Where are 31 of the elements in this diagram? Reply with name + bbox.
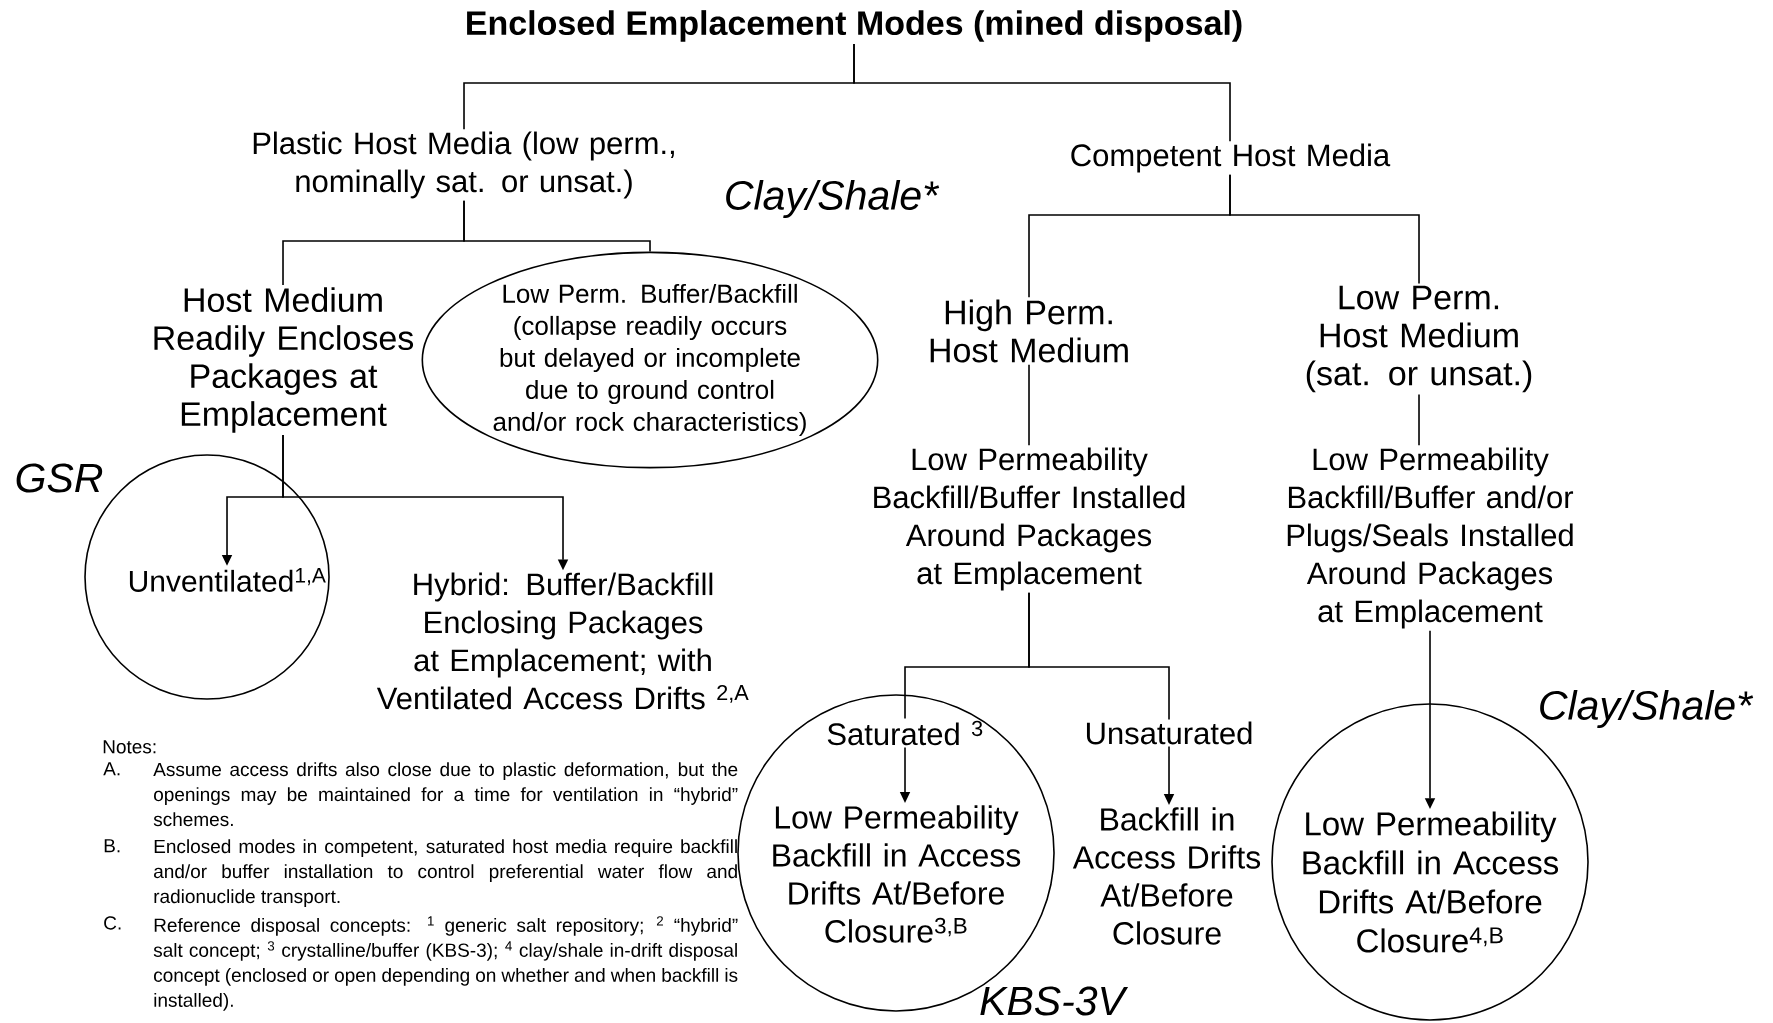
- category-text: Plastic Host Media (low perm., nominally sat. or unsat.): [253, 131, 674, 199]
- connector-line: [1028, 363, 1030, 447]
- category-text: High Perm. Host Medium: [930, 299, 1128, 363]
- category-text: Saturated $^{3}$: [827, 720, 983, 746]
- note-letter: B.: [104, 839, 120, 853]
- note-text: Assume access drifts also close due to plastic deformation, but the openings may be maintained for a time for ventilation in “hybrid” schemes.: [153, 762, 738, 827]
- category-text: Low Perm. Host Medium (sat. or unsat.): [1306, 285, 1532, 393]
- category-text: Low Permeability Backfill/Buffer and/or Plugs/Seals Installed Around Packages at Emplacement: [1287, 447, 1574, 629]
- connector-line: [463, 199, 651, 253]
- connector-line: [853, 43, 1231, 143]
- connector-line: [1418, 393, 1420, 447]
- category-text: Low Permeability Backfill in Access Drifts At/Before Closure$^{4,B}$: [1303, 811, 1559, 953]
- category-text: Unsaturated: [1086, 721, 1252, 745]
- category-text: Competent Host Media: [1071, 143, 1391, 173]
- category-text: Unventilated$^{1,A}$: [129, 568, 326, 592]
- category-text: Host Medium Readily Encloses Packages at Emplacement: [154, 287, 414, 433]
- concept-label: KBS-3V: [980, 986, 1129, 1016]
- concept-label: Clay/Shale*: [1540, 689, 1754, 729]
- notes-heading: Notes:: [103, 740, 156, 754]
- note-letter: A.: [103, 762, 120, 776]
- note-text: Enclosed modes in competent, saturated host media require backfill and/or buffer installation to control preferential water flow and radionuclide transport.: [154, 839, 737, 907]
- connector-line: [1229, 173, 1420, 285]
- category-text: Low Permeability Backfill in Access Drifts At/Before Closure$^{3,B}$: [773, 805, 1021, 943]
- concept-label: GSR: [16, 463, 103, 493]
- category-text: Backfill in Access Drifts At/Before Closure: [1072, 807, 1261, 945]
- title-text: Enclosed Emplacement Modes (mined disposal): [467, 10, 1242, 42]
- note-letter: C.: [104, 916, 121, 930]
- note-text: Reference disposal concepts: $^{1}$ generic salt repository; $^{2}$ “hybrid” salt concept; $^{3}$ crystalline/buffer (KBS-3); $^{4}$ clay/shale in-drift disposal concept (enclosed or open depending on whether and when backfill is installed).: [153, 916, 738, 1011]
- connector-line: [1028, 591, 1170, 721]
- concept-label: Clay/Shale*: [726, 179, 940, 219]
- category-text: Hybrid: Buffer/Backfill Enclosing Packages at Emplacement; with Ventilated Access Drifts $^{2,A}$: [376, 572, 749, 710]
